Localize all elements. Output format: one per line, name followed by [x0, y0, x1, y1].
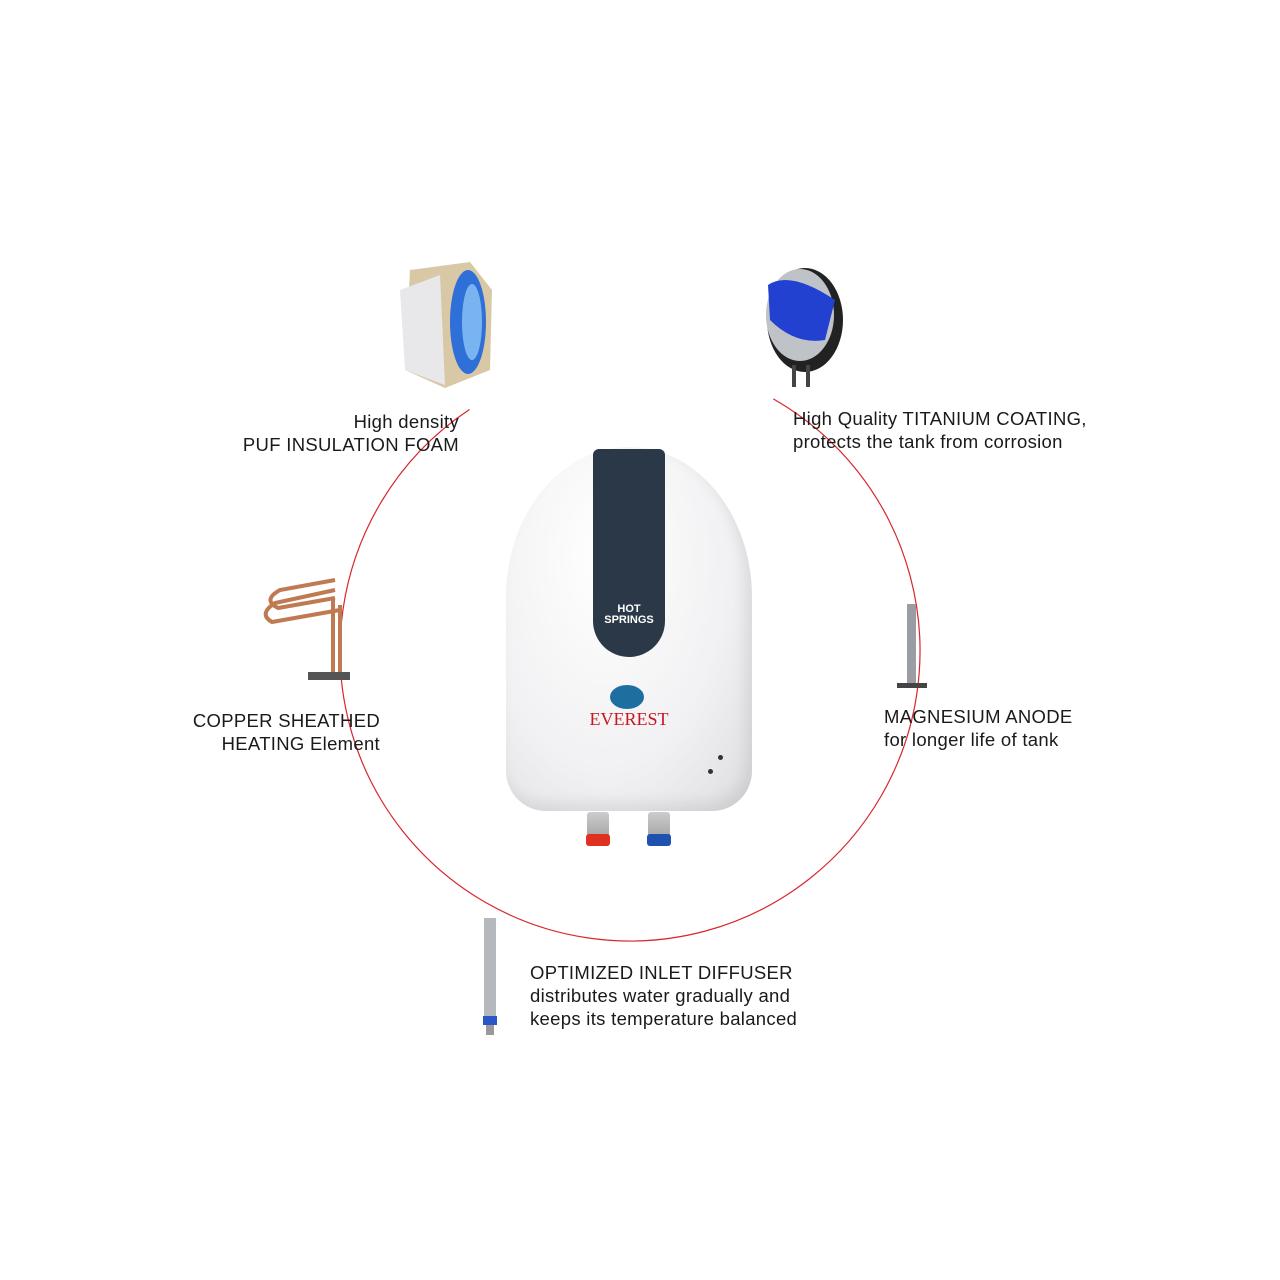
water-heater-image: HOT SPRINGS EVEREST: [506, 447, 752, 811]
model-label: SPRINGS: [604, 614, 654, 626]
feature-titanium-coating: High Quality TITANIUM COATING, protects …: [793, 407, 1087, 453]
feature-copper-element: COPPER SHEATHED HEATING Element: [193, 709, 380, 755]
titanium-tank-icon: [766, 268, 843, 387]
brand-name: EVEREST: [589, 709, 669, 729]
feature-title: PUF INSULATION FOAM: [242, 434, 459, 455]
insulation-foam-icon: [400, 262, 492, 388]
anode-rod-icon: [897, 604, 927, 688]
feature-magnesium-anode: MAGNESIUM ANODE for longer life of tank: [884, 705, 1073, 751]
feature-subtitle: distributes water gradually and: [530, 985, 791, 1006]
feature-subtitle: protects the tank from corrosion: [793, 431, 1063, 452]
feature-inlet-diffuser: OPTIMIZED INLET DIFFUSER distributes wat…: [530, 961, 797, 1030]
inlet-diffuser-icon: [483, 918, 497, 1035]
feature-subtitle: keeps its temperature balanced: [530, 1008, 798, 1029]
feature-subtitle: for longer life of tank: [884, 729, 1059, 750]
feature-subtitle: High density: [353, 411, 459, 432]
display-panel: HOT SPRINGS: [593, 449, 665, 657]
feature-title: MAGNESIUM ANODE: [884, 706, 1073, 727]
feature-title: High Quality TITANIUM COATING,: [793, 408, 1087, 429]
feature-title: OPTIMIZED INLET DIFFUSER: [530, 962, 793, 983]
indicator-light: [708, 769, 713, 774]
brand-logo-icon: [610, 685, 644, 709]
feature-puf-insulation: High density PUF INSULATION FOAM: [243, 410, 459, 456]
model-label: HOT: [617, 603, 641, 615]
cold-water-inlet: [647, 812, 671, 846]
hot-water-outlet: [586, 812, 610, 846]
heating-element-icon: [263, 578, 350, 680]
indicator-light: [718, 755, 723, 760]
feature-title: COPPER SHEATHED: [192, 710, 380, 731]
feature-subtitle: HEATING Element: [221, 733, 380, 754]
